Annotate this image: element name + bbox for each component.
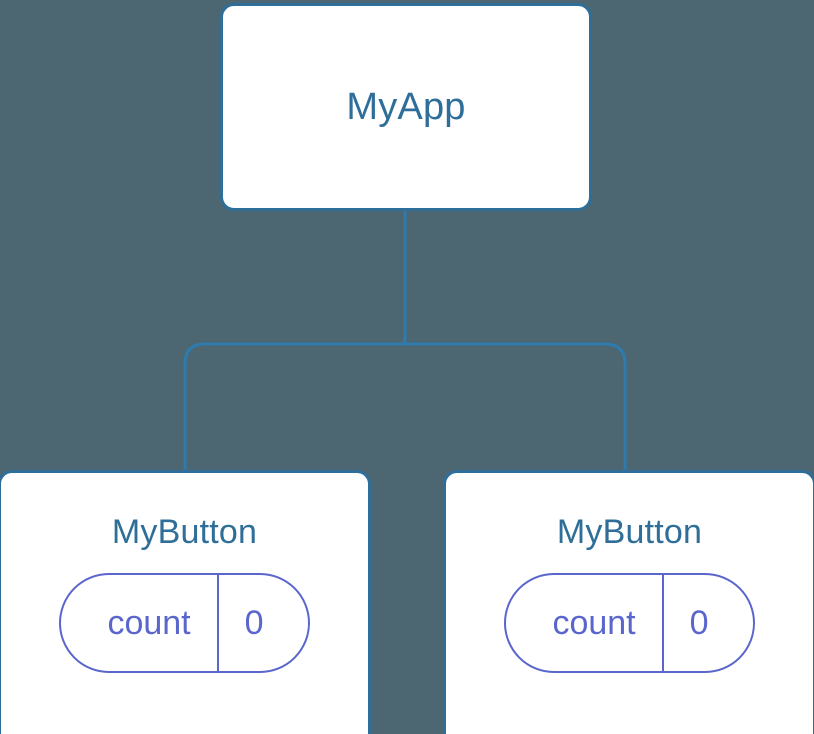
state-pill-1-key: count bbox=[552, 604, 636, 642]
state-pill-1-divider bbox=[661, 575, 664, 671]
node-myapp[interactable]: MyApp bbox=[220, 3, 592, 211]
state-pill-1[interactable]: count 0 bbox=[504, 573, 755, 673]
edge-branch-bus bbox=[183, 342, 627, 470]
node-mybutton-1[interactable]: MyButton count 0 bbox=[443, 470, 814, 734]
state-pill-0-divider bbox=[216, 575, 219, 671]
node-myapp-title: MyApp bbox=[346, 86, 466, 128]
node-mybutton-1-title: MyButton bbox=[556, 513, 703, 551]
state-pill-0[interactable]: count 0 bbox=[59, 573, 310, 673]
node-mybutton-0-title: MyButton bbox=[111, 513, 258, 551]
state-pill-0-value: 0 bbox=[244, 604, 264, 642]
node-mybutton-0[interactable]: MyButton count 0 bbox=[0, 470, 371, 734]
state-pill-0-key: count bbox=[107, 604, 191, 642]
state-pill-1-value: 0 bbox=[689, 604, 709, 642]
